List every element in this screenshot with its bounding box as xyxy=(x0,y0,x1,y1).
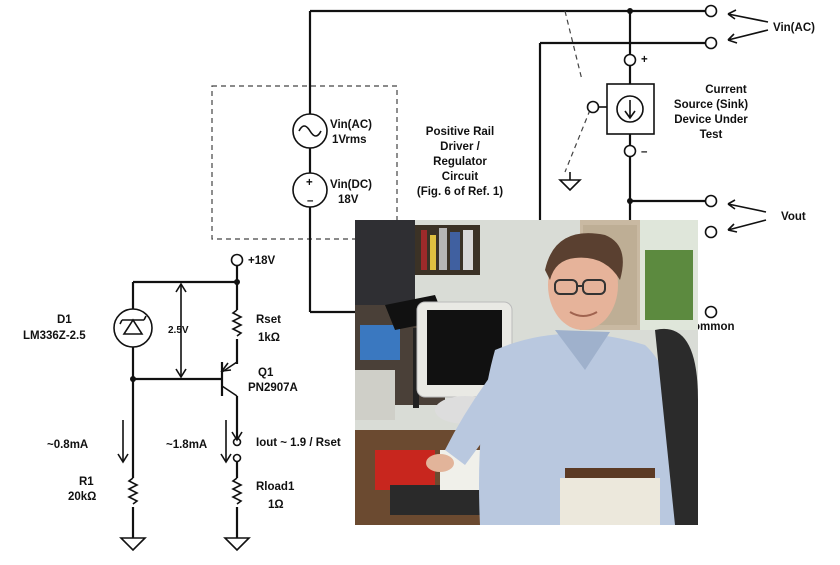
v25-label: 2.5V xyxy=(168,325,189,336)
d1-symbol xyxy=(113,308,153,348)
vout-terminal-2 xyxy=(704,225,718,239)
r1-current-arrow-head xyxy=(117,453,129,464)
dut-label-1: Current xyxy=(705,84,747,96)
rset-name: Rset xyxy=(256,314,281,326)
dc-source-value: 18V xyxy=(338,194,359,206)
dut-plus-terminal xyxy=(623,53,637,67)
arrow-vout-1 xyxy=(727,199,767,213)
load-current-arrow-head xyxy=(220,453,232,464)
rset-resistor xyxy=(231,309,243,337)
d1-name: D1 xyxy=(57,314,72,326)
dc-source-name: Vin(DC) xyxy=(330,179,372,191)
switch-ground-icon xyxy=(558,179,582,192)
arrow-vin-1 xyxy=(727,9,769,23)
arrow-down-icon xyxy=(624,100,636,120)
ac-source-name: Vin(AC) xyxy=(330,119,372,131)
driver-label-3: Regulator xyxy=(433,156,487,168)
load-current-label: ~1.8mA xyxy=(166,439,207,451)
common-label: ommon xyxy=(693,321,735,333)
dut-plus-sign: + xyxy=(641,54,648,66)
q1-part: PN2907A xyxy=(248,382,298,394)
switch-dashed-line xyxy=(564,10,591,173)
iout-terminal-bottom xyxy=(232,453,242,463)
driver-label-4: Circuit xyxy=(442,171,479,183)
dc-plus-sign: + xyxy=(306,177,313,189)
vout-terminal-1 xyxy=(704,194,718,208)
ground-icon-r1 xyxy=(119,537,147,552)
v25-arrow-heads xyxy=(175,282,187,379)
common-terminal xyxy=(704,305,718,319)
current-source-icon xyxy=(616,95,644,123)
r1-value: 20kΩ xyxy=(68,491,96,503)
iout-arrow-icon xyxy=(231,431,243,442)
iout-label: Iout ~ 1.9 / Rset xyxy=(256,437,341,449)
dc-minus-sign: – xyxy=(307,195,314,207)
vin-ac-label: Vin(AC) xyxy=(773,22,815,34)
r1-resistor xyxy=(127,477,139,505)
dut-label-4: Test xyxy=(700,129,723,141)
driver-label-5: (Fig. 6 of Ref. 1) xyxy=(417,186,503,198)
junction-dot xyxy=(627,8,633,14)
dut-minus-sign: – xyxy=(641,146,648,158)
top-junction xyxy=(234,279,240,285)
vout-label: Vout xyxy=(781,211,806,223)
ground-icon-rload xyxy=(223,537,251,552)
rload-name: Rload1 xyxy=(256,481,295,493)
driver-label-1: Positive Rail xyxy=(426,126,494,138)
r1-current-label: ~0.8mA xyxy=(47,439,88,451)
dut-minus-terminal xyxy=(623,144,637,158)
vout-junction xyxy=(627,198,633,204)
person-at-computer-photo xyxy=(355,220,698,525)
q1-emitter-arrow xyxy=(220,362,232,372)
zener-icon xyxy=(122,318,144,335)
driver-box-outline xyxy=(211,85,398,240)
q1-collector-lead xyxy=(221,385,238,397)
rload-value: 1Ω xyxy=(268,499,284,511)
vin-ac-terminal-1 xyxy=(704,4,718,18)
plus18-label: +18V xyxy=(248,255,276,267)
sine-icon xyxy=(298,125,322,137)
dc-source-symbol xyxy=(292,172,328,208)
d1-part: LM336Z-2.5 xyxy=(23,330,86,342)
rset-value: 1kΩ xyxy=(258,332,280,344)
arrow-vout-2 xyxy=(727,219,767,233)
arrow-vin-2 xyxy=(727,29,769,44)
zener-bar xyxy=(119,315,147,325)
switch-terminal xyxy=(586,100,600,114)
dut-label-2: Source (Sink) xyxy=(674,99,748,111)
r1-name: R1 xyxy=(79,476,94,488)
plus18-terminal xyxy=(230,253,244,267)
rload-resistor xyxy=(231,477,243,505)
q1-name: Q1 xyxy=(258,367,274,379)
ac-source-value: 1Vrms xyxy=(332,134,367,146)
dut-label-3: Device Under xyxy=(674,114,748,126)
vin-ac-terminal-2 xyxy=(704,36,718,50)
driver-label-2: Driver / xyxy=(440,141,480,153)
